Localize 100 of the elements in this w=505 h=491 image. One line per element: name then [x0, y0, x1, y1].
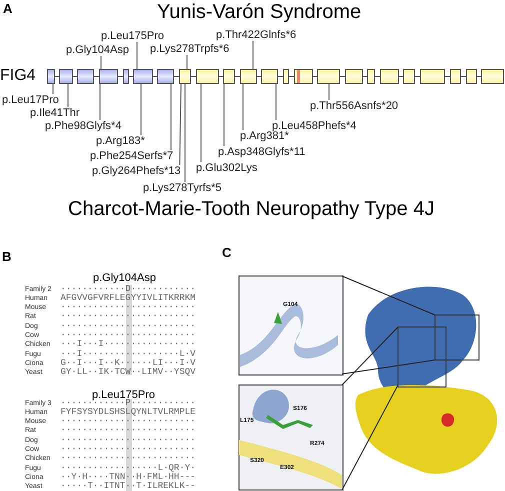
leader-line [136, 42, 138, 70]
exon-box [77, 69, 94, 84]
leader-line [242, 84, 244, 130]
sequence-text: ··Y·H····TNN··H·FML·HH--- [60, 472, 196, 482]
mutation-label: p.Lys278Trpfs*6 [150, 43, 230, 55]
exon-box [179, 69, 191, 84]
gene-name: FIG4 [0, 67, 36, 85]
leader-line [200, 84, 202, 162]
exon-box [133, 69, 153, 84]
alignment-title: p.Gly104Asp [93, 272, 156, 284]
intron-line [312, 76, 318, 77]
intron-line [256, 76, 262, 77]
intron-line [118, 76, 124, 77]
leader-line [52, 84, 54, 94]
mutation-label: p.Leu17Pro [2, 94, 59, 106]
exon-box [283, 69, 289, 84]
exon-box [99, 69, 118, 84]
exon-box [466, 69, 477, 84]
intron-line [54, 76, 60, 77]
leader-line [170, 84, 172, 150]
mutation-label: p.Lys278Tyrfs*5 [143, 182, 222, 194]
intron-line [288, 76, 294, 77]
leader-line [179, 84, 182, 166]
intron-line [398, 76, 404, 77]
panel-letter: A [3, 2, 12, 16]
sequence-text: ························· [60, 331, 196, 340]
sequence-text: ···I···I················· [60, 340, 196, 350]
sequence-text: G··I···I··K······LI···I·V [60, 358, 196, 368]
exon-box [196, 69, 219, 84]
sequence-text: ························· [60, 322, 196, 331]
intron-line [476, 76, 482, 77]
intron-line [362, 76, 368, 77]
mutation-label: p.Ile41Thr [30, 107, 80, 119]
sequence-text: GY·LL··IK·TCW··LIMV··YSQV [60, 368, 196, 378]
leader-line [186, 54, 188, 70]
exon-box [223, 69, 235, 84]
sequence-text: FYFSYSYDLSHSLQYNLTVLRMPLE [60, 408, 196, 417]
exon-box [380, 69, 399, 84]
exon-box [345, 69, 363, 84]
sequence-text: ························· [60, 445, 196, 454]
sequence-text: AFGVVGFVRFLEGYYIVLITKRRKM [60, 294, 196, 303]
exon-box [47, 69, 55, 84]
exon-box [481, 69, 504, 84]
intron-line [340, 76, 346, 77]
mutation-label: p.Arg381* [240, 130, 289, 142]
intron-line [190, 76, 196, 77]
intron-line [94, 76, 100, 77]
mutation-label: p.Asp348Glyfs*11 [218, 146, 306, 158]
exon-box [123, 69, 129, 84]
panel-letter: C [222, 246, 232, 260]
section-title: Charcot-Marie-Tooth Neuropathy Type 4J [68, 198, 434, 220]
intron-line [218, 76, 224, 77]
exon-box [261, 69, 278, 84]
sequence-text: ························· [60, 454, 196, 464]
sequence-text: ·····T··ITNT··T·ILREKLK-- [60, 482, 196, 491]
mutation-label: p.Thr556Asnfs*20 [310, 100, 398, 112]
sequence-text: ············D············ [60, 284, 196, 294]
exon-box [450, 69, 461, 84]
leader-line [184, 84, 186, 182]
mutation-label: p.Leu175Pro [101, 30, 164, 42]
intron-line [234, 76, 240, 77]
intron-line [444, 76, 450, 77]
mutation-label: p.Phe254Serfs*7 [90, 150, 174, 162]
exon-box [294, 69, 313, 84]
intron-line [278, 76, 284, 77]
sequence-text: ···I··················L·V [60, 350, 196, 359]
section-title: Yunis-Varón Syndrome [157, 1, 362, 23]
exon-box [240, 69, 257, 84]
exon-box [420, 69, 445, 84]
exon-box [367, 69, 375, 84]
mutation-label: p.Thr422Glnfs*6 [216, 29, 296, 41]
sequence-text: ························· [60, 303, 196, 312]
alignment-title: p.Leu175Pro [92, 389, 155, 401]
sequence-text: ························· [60, 312, 196, 322]
mutation-label: p.Phe98Glyfs*4 [45, 120, 122, 132]
exon-box [317, 69, 340, 84]
leader-line [100, 56, 102, 70]
panel-letter: B [2, 250, 12, 264]
exon-box [157, 69, 174, 84]
intron-line [174, 76, 180, 77]
intron-line [72, 76, 78, 77]
sequence-text: ························· [60, 426, 196, 436]
intron-line [414, 76, 420, 77]
sequence-text: ························· [60, 417, 196, 426]
sequence-text: ············P············ [60, 398, 196, 408]
sequence-text: ························· [60, 436, 196, 445]
leader-line [328, 84, 330, 100]
mutation-label: p.Gly104Asp [66, 44, 129, 56]
leader-line [252, 40, 254, 70]
intron-line [128, 76, 134, 77]
mutation-label: p.Glu302Lys [196, 162, 258, 174]
mutation-label: p.Arg183* [96, 135, 145, 147]
mutation-label: p.Leu458Phefs*4 [272, 120, 356, 132]
mutation-label: p.Gly264Phefs*13 [92, 165, 181, 177]
exon-box [59, 69, 73, 84]
exon-box [403, 69, 415, 84]
intron-line [374, 76, 380, 77]
intron-line [152, 76, 158, 77]
sequence-text: ··················L·QR·Y· [60, 464, 196, 473]
intron-line [460, 76, 466, 77]
